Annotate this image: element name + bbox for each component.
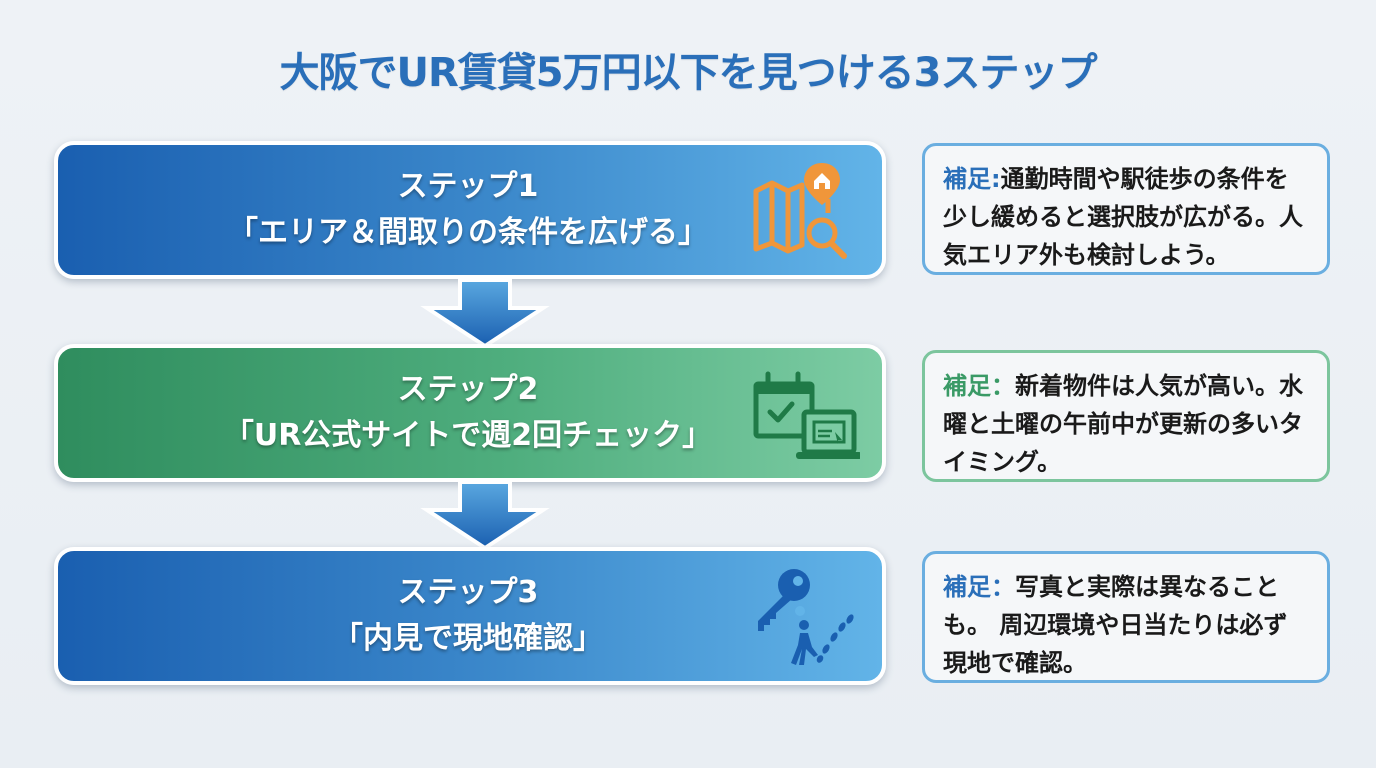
step-2-card: ステップ2 「UR公式サイトで週2回チェック」	[54, 344, 886, 482]
note-1-text: 通勤時間や駅徒歩の条件を少し緩めると選択肢が広がる。人気エリア外も検討しよう。	[943, 165, 1303, 269]
note-1-label: 補足:	[943, 165, 1001, 193]
note-2: 補足：新着物件は人気が高い。水曜と土曜の午前中が更新の多いタイミング。	[922, 350, 1330, 482]
note-2-text: 新着物件は人気が高い。水曜と土曜の午前中が更新の多いタイミング。	[943, 372, 1303, 476]
calendar-laptop-icon	[753, 371, 860, 459]
note-2-label: 補足：	[943, 372, 1015, 400]
note-3-text: 写真と実際は異なることも。 周辺環境や日当たりは必ず現地で確認。	[943, 573, 1288, 677]
note-3: 補足：写真と実際は異なることも。 周辺環境や日当たりは必ず現地で確認。	[922, 551, 1330, 683]
arrow-down-icon	[420, 480, 550, 550]
step-3-card: ステップ3 「内見で現地確認」	[54, 547, 886, 685]
step-2-subtitle: 「UR公式サイトで週2回チェック」	[223, 418, 713, 453]
map-search-icon	[753, 163, 847, 259]
page-title: 大阪でUR賃貸5万円以下を見つける3ステップ	[279, 50, 1098, 96]
note-1: 補足:通勤時間や駅徒歩の条件を少し緩めると選択肢が広がる。人気エリア外も検討しよ…	[922, 143, 1330, 275]
note-3-label: 補足：	[943, 573, 1015, 601]
step-3-heading: ステップ3	[397, 575, 539, 610]
key-walker-icon	[758, 569, 854, 665]
step-1-heading: ステップ1	[397, 169, 539, 204]
step-1-card: ステップ1 「エリア＆間取りの条件を広げる」	[54, 141, 886, 279]
step-2-heading: ステップ2	[397, 372, 539, 407]
arrow-down-icon	[420, 278, 550, 348]
step-1-subtitle: 「エリア＆間取りの条件を広げる」	[228, 215, 708, 250]
step-3-subtitle: 「内見で現地確認」	[333, 621, 603, 656]
